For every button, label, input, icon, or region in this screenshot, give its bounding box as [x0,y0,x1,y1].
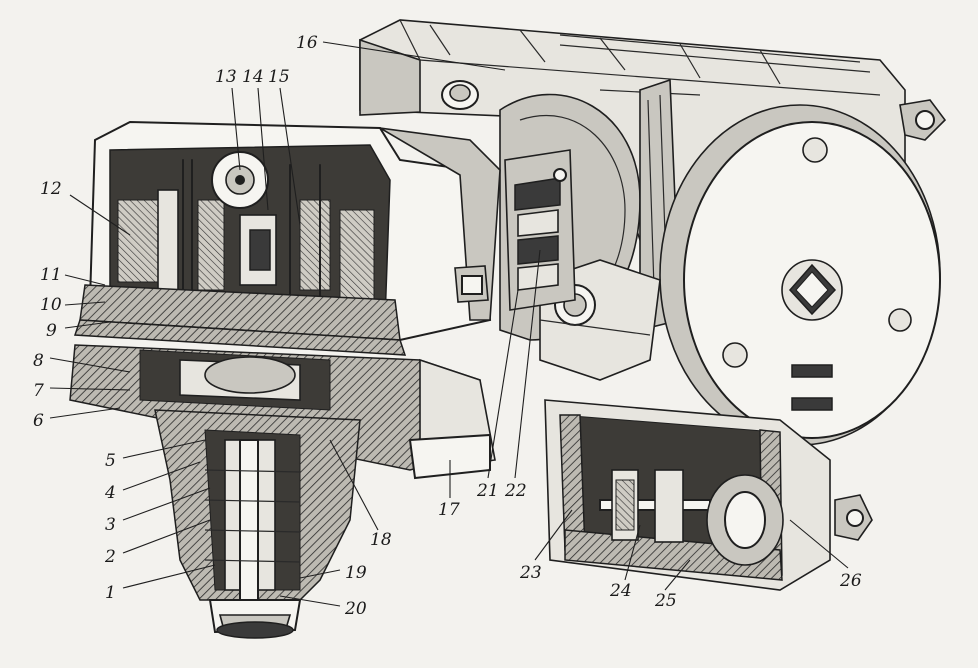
leader-15 [279,87,301,226]
leader-7 [49,387,131,391]
roller-left [611,469,639,541]
roller-middle [654,469,684,543]
leader-18 [329,439,379,531]
leader-lines [49,41,849,607]
leader-21 [487,289,519,479]
roller-right [706,474,784,566]
callout-1: 1 [105,583,116,603]
circular-cover [659,104,941,446]
leader-3 [122,487,211,521]
callout-5: 5 [105,451,116,471]
leader-26 [789,519,849,569]
leader-19 [299,569,341,579]
callout-11: 11 [40,265,62,285]
callout-4: 4 [104,483,116,503]
leader-8 [49,357,131,373]
callout-23: 23 [519,563,542,583]
callout-13: 13 [215,67,237,87]
callout-9: 9 [46,321,57,341]
leader-14 [257,87,269,211]
coil-middle [197,199,277,291]
callout-7: 7 [33,381,44,401]
gearbox-bolt [834,494,873,541]
callout-6: 6 [33,411,44,431]
callout-10: 10 [40,295,62,315]
callout-12: 12 [40,179,62,199]
callout-14: 14 [242,67,264,87]
callout-15: 15 [268,67,290,87]
leader-11 [64,274,106,286]
callout-2: 2 [104,547,116,567]
callout-17: 17 [438,500,460,520]
callout-3: 3 [105,515,116,535]
callout-20: 20 [344,599,367,619]
callout-24: 24 [609,581,632,601]
leader-10 [64,301,106,306]
callout-21: 21 [476,481,499,501]
leader-20 [279,595,341,607]
callout-labels: 1 2 3 4 5 6 7 8 9 10 11 12 13 14 15 16 1… [33,33,862,619]
mid-flange [69,344,496,480]
coil-right [299,199,375,301]
top-bolt-right [899,99,947,141]
callout-8: 8 [33,351,44,371]
leader-4 [122,461,201,491]
leader-9 [64,321,111,329]
diamond-emblem [781,259,843,321]
leader-12 [69,194,131,236]
leader-2 [122,519,211,554]
relay-box [73,120,501,356]
leader-23 [534,509,573,561]
leader-5 [122,439,206,459]
callout-26: 26 [839,571,862,591]
lower-gearbox [544,399,873,591]
leader-13 [231,87,241,171]
leader-22 [514,249,541,479]
top-bolt-left [441,80,479,110]
callout-22: 22 [504,481,527,501]
coil-left [117,189,179,291]
callout-25: 25 [654,591,677,611]
leader-16 [322,41,506,71]
leader-25 [664,559,691,591]
leader-6 [49,407,121,419]
gear-wheel [211,151,269,209]
callout-18: 18 [370,530,392,550]
callout-19: 19 [345,563,367,583]
terminal-block [504,149,576,311]
spindle-housing [154,409,361,639]
cover-bolt [454,265,489,303]
callout-16: 16 [296,33,318,53]
leader-1 [122,564,216,589]
leader-24 [624,524,641,581]
